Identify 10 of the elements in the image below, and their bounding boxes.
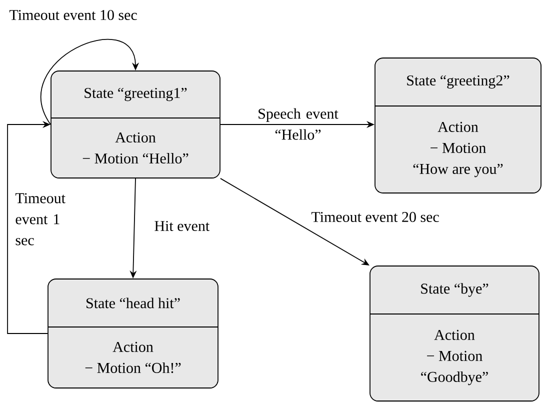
- arrow: [40, 39, 140, 125]
- edge-label: Speech event “Hello”: [258, 108, 338, 140]
- edge-label: Hit event: [154, 220, 210, 232]
- state-box: State “bye” Action − Motion “Goodbye”: [370, 266, 540, 402]
- state-box: State “greeting2” Action − Motion “How are you”: [374, 58, 542, 194]
- edge-label: Timeout event 1 sec: [15, 193, 66, 246]
- state-box: State “greeting1” Action − Motion “Hello”: [50, 70, 220, 178]
- edge-label: Timeout event 10 sec: [9, 10, 137, 20]
- state-box: State “head hit” Action − Motion “Oh!”: [48, 278, 218, 388]
- edge-label: Timeout event 20 sec: [311, 212, 439, 222]
